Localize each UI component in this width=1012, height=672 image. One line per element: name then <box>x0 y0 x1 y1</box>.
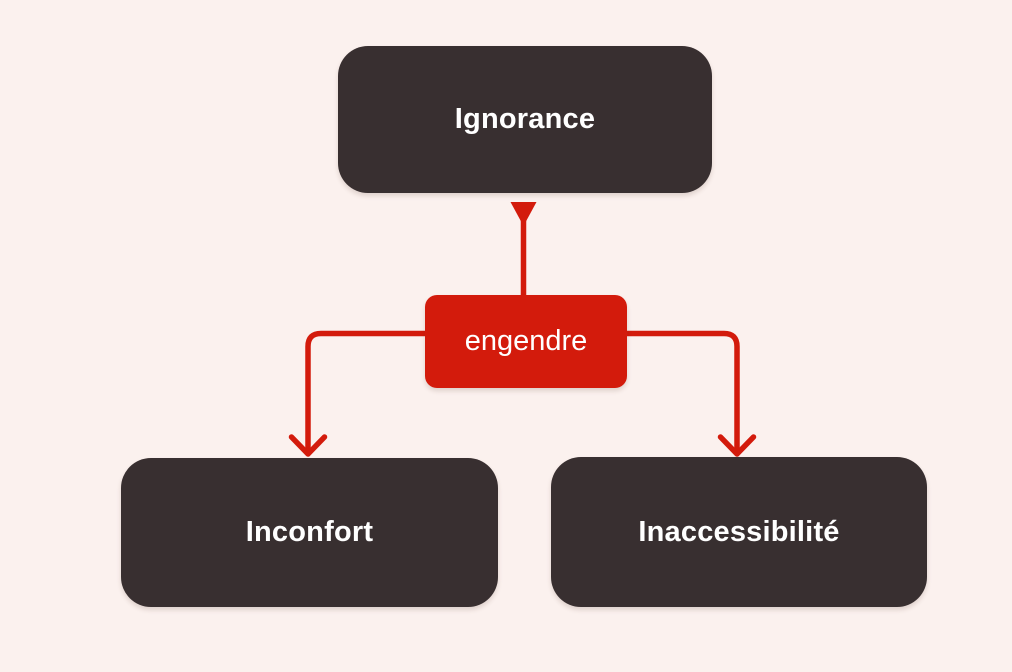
node-label: engendre <box>464 325 588 357</box>
connector-relation-to-effect-left <box>288 330 431 457</box>
arrow-down-icon <box>288 434 328 457</box>
connector-right-line <box>621 330 740 452</box>
node-label: Ignorance <box>454 103 596 135</box>
node-engendre[interactable]: engendre <box>425 295 627 388</box>
node-label: Inconfort <box>245 516 374 548</box>
connector-relation-to-effect-right <box>621 330 757 457</box>
node-label: Inaccessibilité <box>638 515 840 548</box>
arrow-down-icon <box>717 434 757 457</box>
node-inconfort[interactable]: Inconfort <box>121 458 498 607</box>
triangle-down-icon <box>510 202 537 226</box>
node-ignorance[interactable]: Ignorance <box>338 46 712 193</box>
connector-left-line <box>305 330 431 452</box>
connector-cause-to-relation <box>510 202 537 301</box>
node-inaccessibilite[interactable]: Inaccessibilité <box>551 457 927 607</box>
